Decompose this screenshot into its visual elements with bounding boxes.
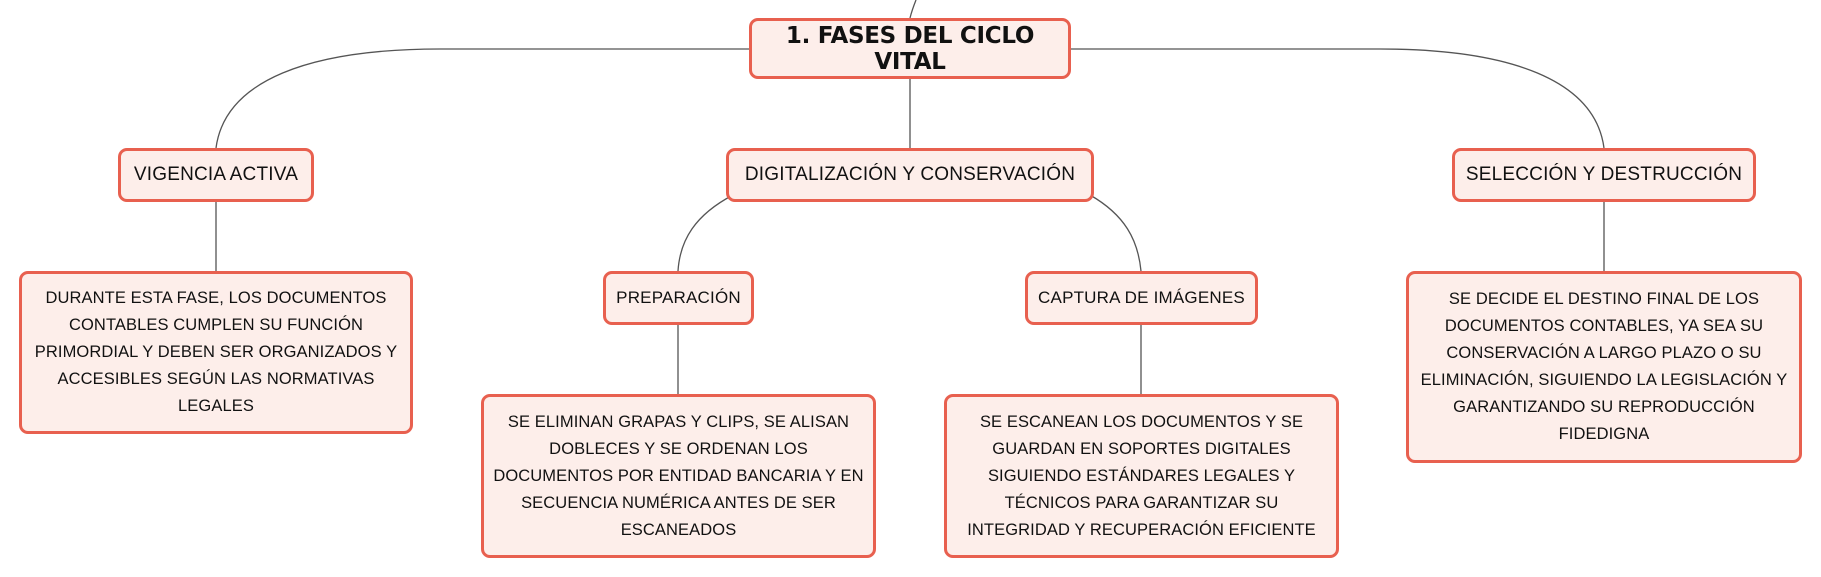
node-captura-imagenes[interactable]: CAPTURA DE IMÁGENES bbox=[1025, 271, 1258, 325]
connector-parent-root bbox=[909, 0, 917, 19]
node-captura-imagenes-desc[interactable]: SE ESCANEAN LOS DOCUMENTOS Y SE GUARDAN … bbox=[944, 394, 1339, 558]
node-seleccion-destruccion[interactable]: SELECCIÓN Y DESTRUCCIÓN bbox=[1452, 148, 1756, 202]
node-digitalizacion-conservacion[interactable]: DIGITALIZACIÓN Y CONSERVACIÓN bbox=[726, 148, 1094, 202]
node-seleccion-destruccion-desc-text: SE DECIDE EL DESTINO FINAL DE LOS DOCUME… bbox=[1420, 290, 1788, 443]
node-preparacion[interactable]: PREPARACIÓN bbox=[603, 271, 754, 325]
node-vigencia-activa-label: VIGENCIA ACTIVA bbox=[133, 164, 299, 185]
node-vigencia-activa-desc[interactable]: DURANTE ESTA FASE, LOS DOCUMENTOS CONTAB… bbox=[19, 271, 413, 434]
node-seleccion-destruccion-desc[interactable]: SE DECIDE EL DESTINO FINAL DE LOS DOCUME… bbox=[1406, 271, 1802, 463]
node-preparacion-label: PREPARACIÓN bbox=[616, 288, 741, 307]
node-captura-imagenes-desc-text: SE ESCANEAN LOS DOCUMENTOS Y SE GUARDAN … bbox=[967, 412, 1316, 539]
root-node[interactable]: 1. FASES DEL CICLO VITAL bbox=[749, 18, 1071, 79]
connector-digitalizacion-captura bbox=[1089, 194, 1142, 272]
connector-root-seleccion bbox=[1070, 48, 1605, 149]
node-digitalizacion-conservacion-label: DIGITALIZACIÓN Y CONSERVACIÓN bbox=[744, 164, 1076, 185]
node-seleccion-destruccion-label: SELECCIÓN Y DESTRUCCIÓN bbox=[1465, 164, 1743, 185]
node-preparacion-desc[interactable]: SE ELIMINAN GRAPAS Y CLIPS, SE ALISAN DO… bbox=[481, 394, 876, 558]
node-vigencia-activa[interactable]: VIGENCIA ACTIVA bbox=[118, 148, 314, 202]
node-preparacion-desc-text: SE ELIMINAN GRAPAS Y CLIPS, SE ALISAN DO… bbox=[493, 412, 864, 539]
connector-digitalizacion-preparacion bbox=[677, 194, 734, 272]
node-vigencia-activa-desc-text: DURANTE ESTA FASE, LOS DOCUMENTOS CONTAB… bbox=[34, 289, 398, 415]
root-node-label: 1. FASES DEL CICLO VITAL bbox=[785, 22, 1035, 75]
node-captura-imagenes-label: CAPTURA DE IMÁGENES bbox=[1038, 288, 1245, 307]
connector-root-vigencia bbox=[215, 48, 750, 149]
